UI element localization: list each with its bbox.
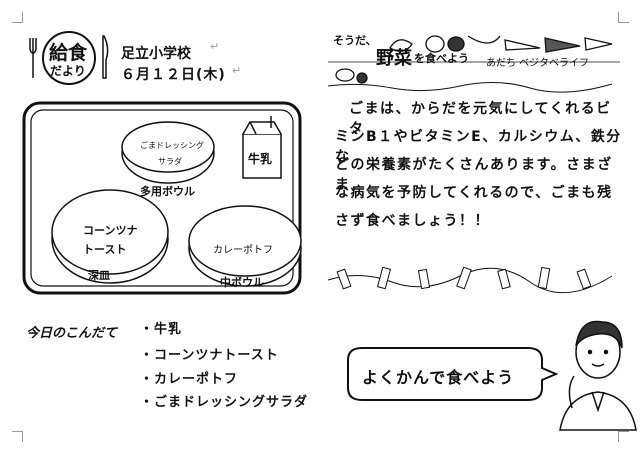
crop-mark-bottom-left (12, 431, 23, 442)
toast-text-2: トースト (83, 243, 127, 256)
article-line: な病気を予防してくれるので、ごまも残 (335, 185, 613, 201)
tray (22, 101, 302, 295)
menu-item: ・カレーポトフ (140, 372, 239, 387)
teacher-illustration (559, 320, 637, 431)
issue-date: ６月１２日(木) (121, 67, 226, 83)
fork-icon (29, 38, 37, 78)
nutrition-article: ごまは、からだを元気にしてくれるビタ ミンB１やビタミンE、カルシウム、鉄分な … (335, 98, 625, 238)
article-line: どの栄養素がたくさんあります。さまざま (335, 157, 613, 193)
milk-label: 牛乳 (248, 152, 273, 166)
salad-text-1: ごまドレッシング (140, 141, 204, 150)
menu-heading: 今日のこんだて (26, 326, 118, 341)
crop-mark-top-left (12, 12, 23, 23)
banner-title: 野菜 (376, 48, 412, 69)
article-line: ミンB１やビタミンE、カルシウム、鉄分な (335, 129, 622, 165)
banner-suffix: を食べよう (414, 52, 469, 65)
veggie-border-top (327, 81, 613, 93)
plate-icon (42, 31, 96, 85)
article-line: さず食べましょう！！ (335, 213, 490, 229)
crop-mark-bottom-right (618, 431, 629, 442)
veggie-banner-art (328, 35, 620, 84)
article-line: ごまは、からだを元気にしてくれるビタ (349, 101, 612, 137)
toast-text-1: コーンツナ (83, 224, 138, 237)
salad-bowl-label: 多用ボウル (140, 185, 195, 198)
logo-subtitle: だより (50, 64, 86, 78)
salad-text-2: サラダ (158, 157, 182, 166)
crop-mark-top-right (618, 12, 629, 23)
soup-bowl-label: 中ボウル (220, 276, 264, 289)
knife-icon (102, 35, 109, 79)
soup-text: カレーポトフ (213, 245, 273, 256)
logo-title: 給食 (49, 42, 88, 64)
menu-list: ・牛乳 ・コーンツナトースト ・カレーポトフ ・ごまドレッシングサラダ (140, 318, 308, 415)
veggie-border-bottom (327, 266, 613, 294)
milk-carton (242, 116, 282, 179)
callout-text: よくかんで食べよう (362, 368, 515, 387)
school-name: 足立小学校 (121, 46, 191, 62)
speech-bubble (347, 347, 559, 401)
banner-prefix: そうだ、 (333, 34, 377, 47)
toast-plate-label: 深皿 (88, 269, 110, 282)
menu-item: ・牛乳 (140, 322, 183, 337)
menu-item: ・ごまドレッシングサラダ (140, 395, 309, 410)
banner-tagline: あだち ベジタベライフ (486, 58, 589, 69)
menu-item: ・コーンツナトースト (140, 348, 279, 363)
